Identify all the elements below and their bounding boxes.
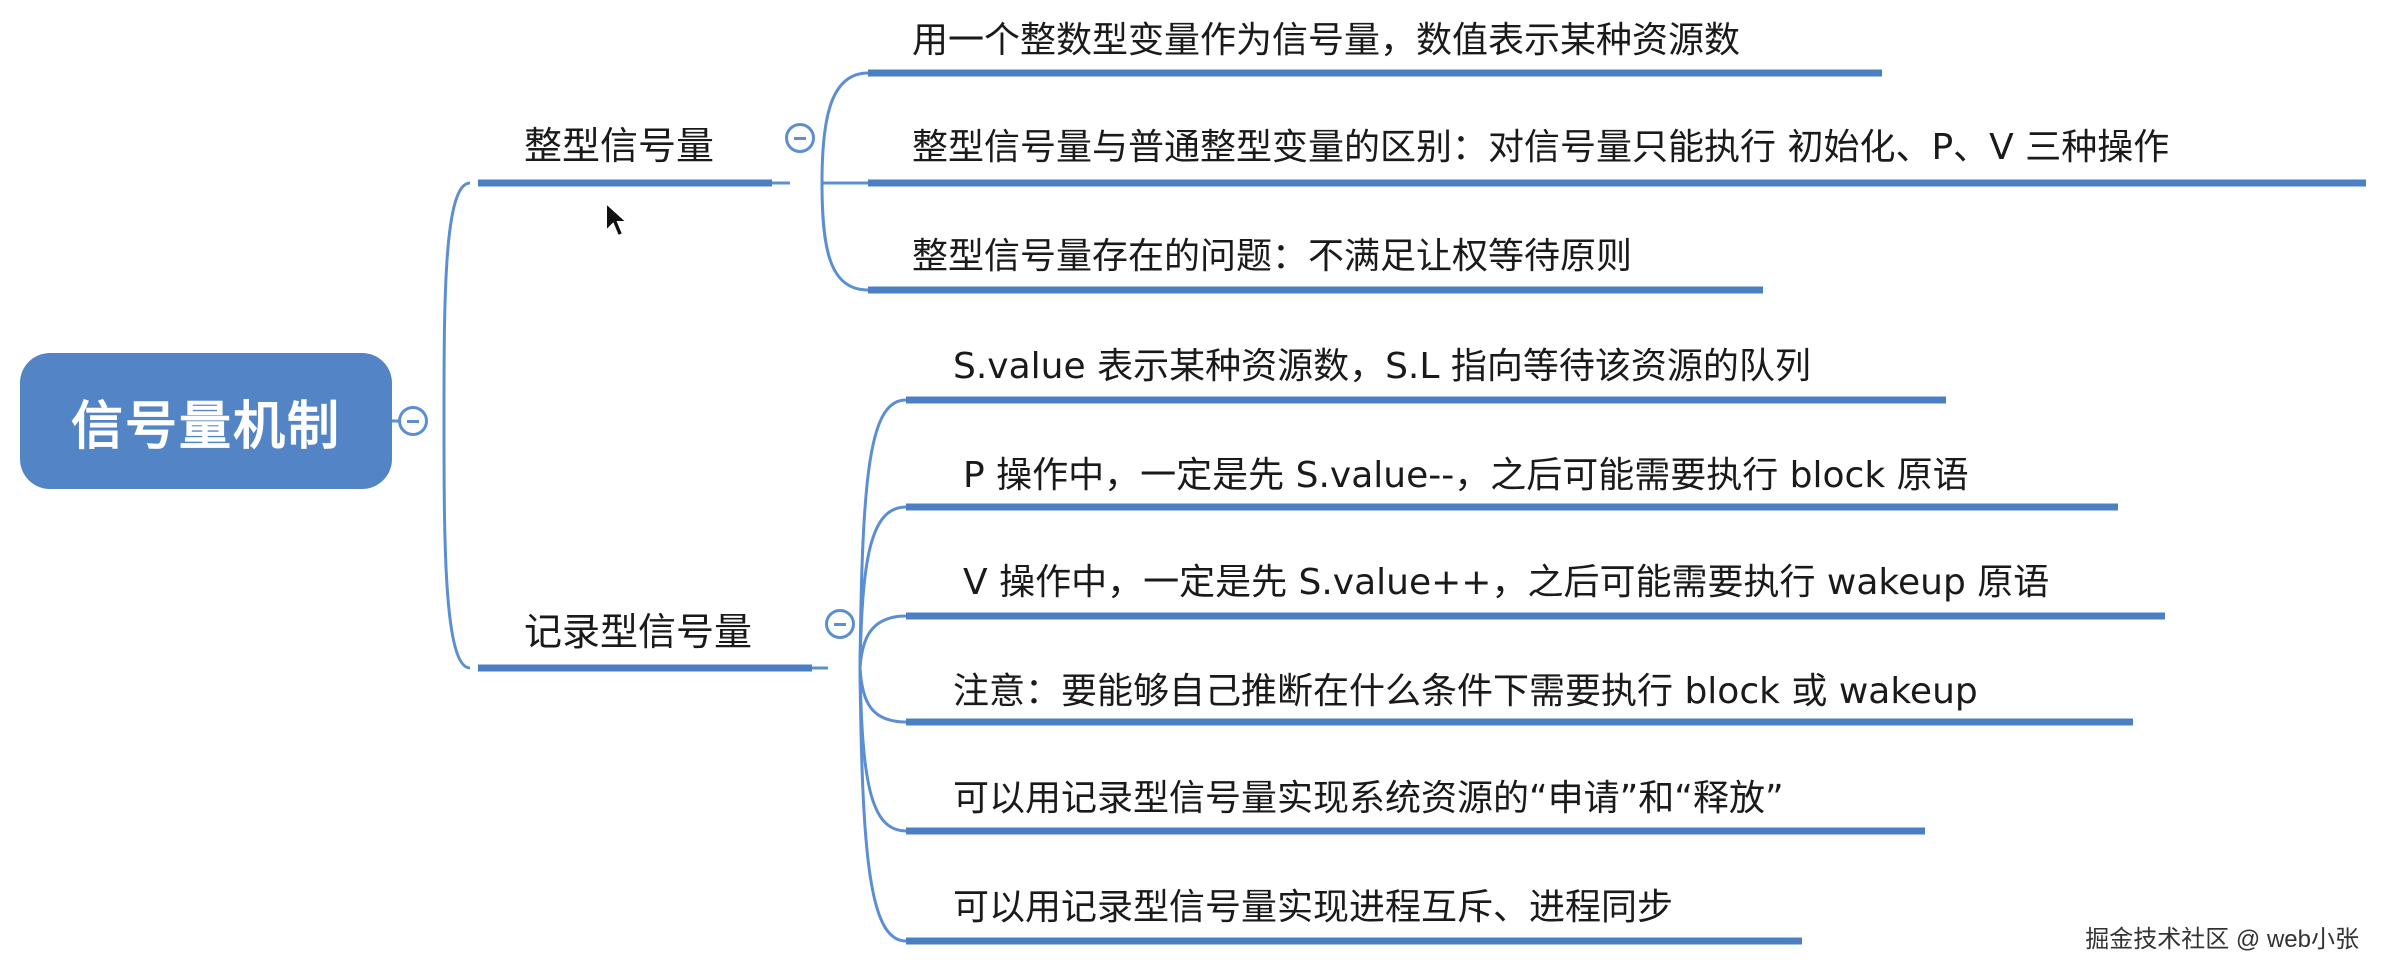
branch-integer-collapse-icon[interactable] [785,123,815,153]
leaf-item[interactable]: 可以用记录型信号量实现系统资源的“申请”和“释放” [953,778,1784,819]
leaf-item[interactable]: P 操作中，一定是先 S.value--，之后可能需要执行 block 原语 [963,455,1969,496]
leaf-item[interactable]: 用一个整数型变量作为信号量，数值表示某种资源数 [912,20,1741,61]
leaf-item[interactable]: S.value 表示某种资源数，S.L 指向等待该资源的队列 [953,346,1811,387]
mouse-pointer-icon [605,201,630,238]
branch-record-collapse-icon[interactable] [825,609,855,639]
leaf-item[interactable]: 整型信号量存在的问题：不满足让权等待原则 [912,236,1633,277]
root-collapse-icon[interactable] [398,406,428,436]
branch-record-semaphore[interactable]: 记录型信号量 [524,610,753,654]
root-node[interactable]: 信号量机制 [20,353,392,489]
leaf-item[interactable]: 注意：要能够自己推断在什么条件下需要执行 block 或 wakeup [953,671,1978,712]
leaf-item[interactable]: 可以用记录型信号量实现进程互斥、进程同步 [953,887,1674,928]
branch-integer-semaphore[interactable]: 整型信号量 [524,124,715,168]
leaf-item[interactable]: V 操作中，一定是先 S.value++，之后可能需要执行 wakeup 原语 [963,562,2050,603]
leaf-item[interactable]: 整型信号量与普通整型变量的区别：对信号量只能执行 初始化、P、V 三种操作 [912,127,2170,168]
watermark: 掘金技术社区 @ web小张 [2085,926,2359,953]
